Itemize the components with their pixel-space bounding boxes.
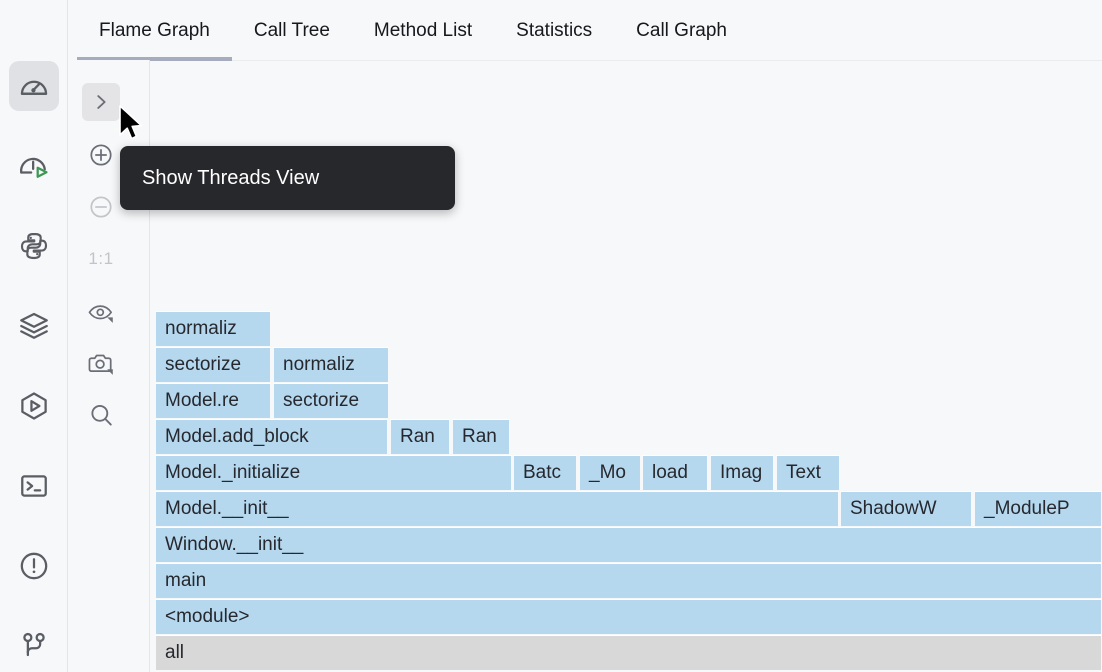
flame-frame[interactable]: Model.re (155, 383, 271, 419)
flame-frame-label: load (652, 462, 688, 483)
database-layers-icon (17, 309, 51, 343)
problems-icon (17, 549, 51, 583)
camera-dropdown-icon (86, 349, 116, 379)
flame-frame-label: normaliz (283, 354, 355, 375)
tab-statistics[interactable]: Statistics (494, 0, 614, 61)
search-button[interactable] (82, 396, 120, 434)
actual-size-button[interactable]: 1:1 (82, 240, 120, 278)
sidebar-item-run[interactable] (9, 381, 59, 431)
flame-frame-label: sectorize (165, 354, 242, 375)
terminal-icon (18, 470, 50, 502)
tab-method-list[interactable]: Method List (352, 0, 494, 61)
focus-view-button[interactable] (82, 294, 120, 332)
profiler-run-icon (17, 149, 51, 183)
profiler-tab-strip: Flame Graph Call Tree Method List Statis… (69, 0, 1102, 61)
flame-frame-label: _Mo (589, 462, 626, 483)
flame-frame[interactable]: sectorize (273, 383, 389, 419)
show-threads-view-button[interactable] (82, 83, 120, 121)
flame-frame[interactable]: load (642, 455, 708, 491)
flame-frame[interactable]: Ran (390, 419, 450, 455)
ide-tool-rail (0, 0, 68, 672)
tooltip-show-threads-view: Show Threads View (120, 146, 455, 210)
tab-call-graph-label: Call Graph (636, 19, 727, 41)
export-snapshot-button[interactable] (82, 345, 120, 383)
flame-frame-label: all (165, 642, 185, 663)
flame-frame[interactable]: Model._initialize (155, 455, 512, 491)
sidebar-item-profiler[interactable] (9, 61, 59, 111)
flame-frame[interactable]: sectorize (155, 347, 271, 383)
flame-frame[interactable]: Model.__init__ (155, 491, 839, 527)
profiler-gauge-icon (17, 69, 51, 103)
flame-frame-label: sectorize (283, 390, 360, 411)
sidebar-item-database[interactable] (9, 301, 59, 351)
zoom-level-label: 1:1 (88, 249, 114, 268)
flame-frame-label: Model.__init__ (165, 498, 289, 519)
tab-method-list-label: Method List (373, 19, 473, 41)
chevron-right-icon (90, 91, 112, 113)
tab-call-graph[interactable]: Call Graph (614, 0, 749, 61)
sidebar-item-python-packages[interactable] (9, 221, 59, 271)
flame-frame[interactable]: _ModuleP (974, 491, 1102, 527)
flame-frame[interactable]: _Mo (579, 455, 641, 491)
sidebar-item-profiler-run[interactable] (9, 141, 59, 191)
tab-call-tree-label: Call Tree (253, 19, 330, 41)
flame-frame[interactable]: Batc (513, 455, 577, 491)
tab-statistics-label: Statistics (516, 19, 593, 41)
sidebar-item-version-control[interactable] (9, 620, 59, 670)
flame-frame-label: Batc (523, 462, 562, 483)
zoom-in-button[interactable] (82, 136, 120, 174)
sidebar-item-problems[interactable] (9, 541, 59, 591)
flame-frame-label: Model.re (165, 390, 239, 411)
search-icon (87, 401, 115, 429)
flame-frame-label: Model._initialize (165, 462, 301, 483)
flame-frame-label: Window.__init__ (165, 534, 304, 555)
tab-call-tree[interactable]: Call Tree (232, 0, 352, 61)
version-control-icon (18, 629, 50, 661)
flame-frame-label: normaliz (165, 318, 237, 339)
flame-frame-label: _ModuleP (984, 498, 1070, 519)
tab-flame-graph-label: Flame Graph (99, 19, 210, 41)
flame-frame[interactable]: Window.__init__ (155, 527, 1102, 563)
run-hexagon-icon (17, 389, 51, 423)
flame-frame[interactable]: ShadowW (840, 491, 972, 527)
zoom-out-button[interactable] (82, 188, 120, 226)
sidebar-item-terminal[interactable] (9, 461, 59, 511)
flame-frame-root[interactable]: all (155, 635, 1102, 671)
python-packages-icon (18, 230, 50, 262)
flame-frame-label: Imag (720, 462, 763, 483)
tab-list: Flame Graph Call Tree Method List Statis… (77, 0, 749, 61)
flame-frame-label: Ran (462, 426, 497, 447)
flame-frame-label: Model.add_block (165, 426, 309, 447)
eye-dropdown-icon (86, 298, 116, 328)
flame-frame-label: ShadowW (850, 498, 937, 519)
tooltip-label: Show Threads View (142, 166, 320, 189)
flame-frame[interactable]: Text (776, 455, 840, 491)
flame-frame[interactable]: main (155, 563, 1102, 599)
flame-frame[interactable]: Model.add_block (155, 419, 388, 455)
flame-frame-label: Ran (400, 426, 435, 447)
flame-frame-label: main (165, 570, 207, 591)
flame-frame[interactable]: normaliz (155, 311, 271, 347)
flame-frame-label: <module> (165, 606, 250, 627)
flame-frame[interactable]: Ran (452, 419, 510, 455)
flame-frame-label: Text (786, 462, 821, 483)
flame-frame[interactable]: normaliz (273, 347, 389, 383)
flame-frame[interactable]: Imag (710, 455, 774, 491)
tab-flame-graph[interactable]: Flame Graph (77, 0, 232, 61)
minus-circle-icon (87, 193, 115, 221)
plus-circle-icon (87, 141, 115, 169)
flame-frame[interactable]: <module> (155, 599, 1102, 635)
